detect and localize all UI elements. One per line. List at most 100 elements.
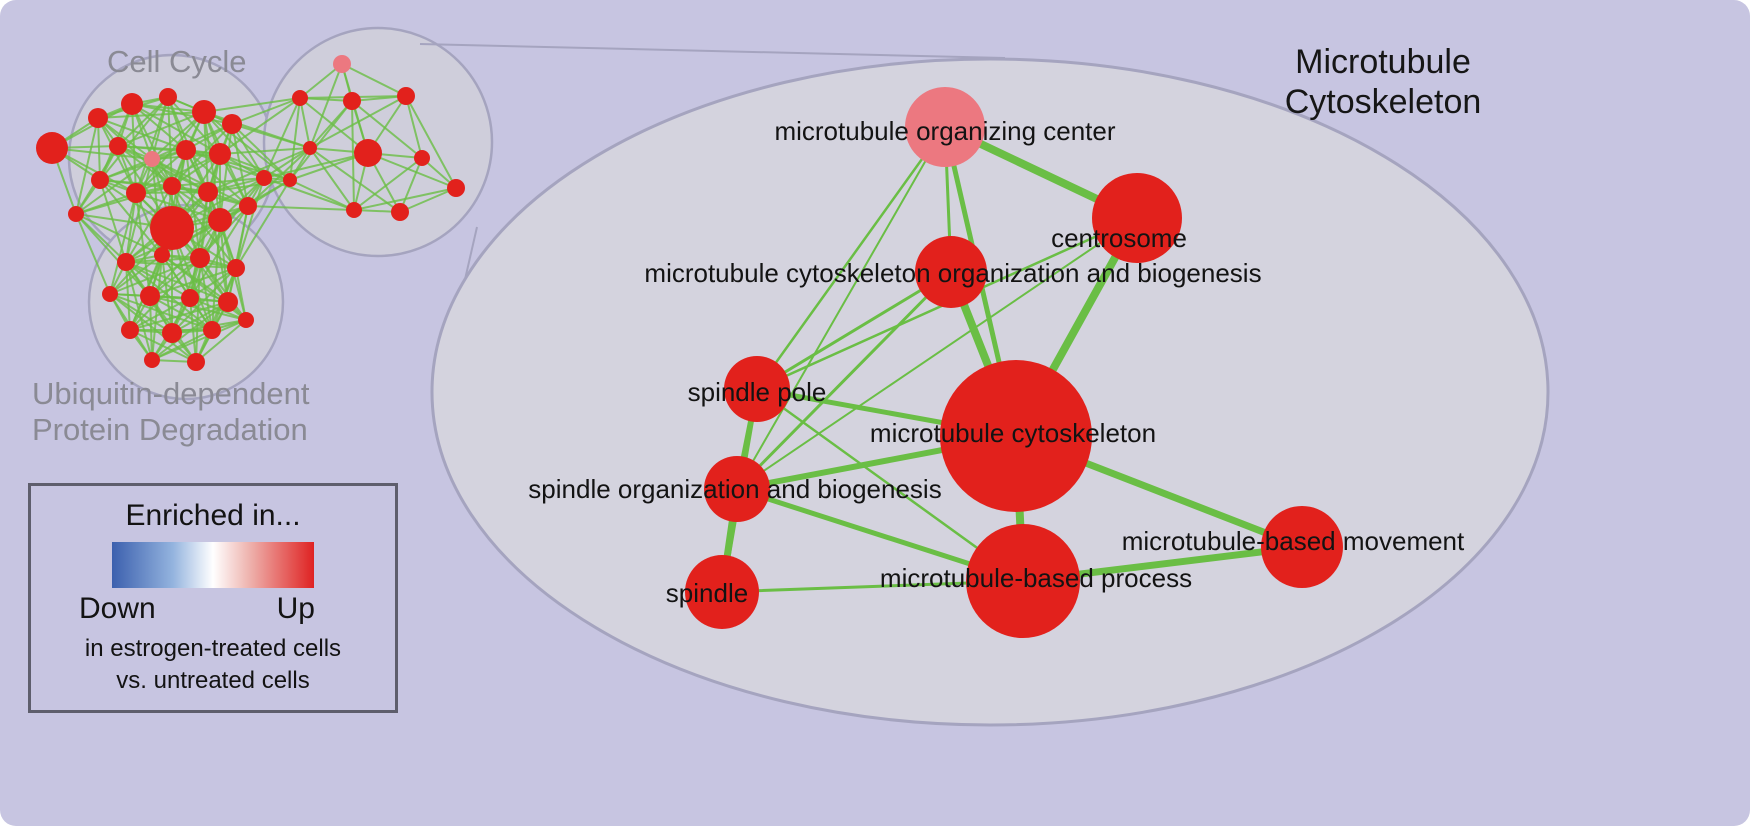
overview-edge	[231, 123, 311, 149]
overview-node	[218, 292, 238, 312]
detail-cluster-title: Microtubule Cytoskeleton	[1268, 42, 1498, 122]
overview-edge	[109, 293, 197, 363]
overview-node	[203, 321, 221, 339]
overview-edge	[299, 97, 311, 149]
legend-box: Enriched in... Down Up in estrogen-treat…	[28, 483, 398, 713]
overview-node	[126, 183, 146, 203]
detail-node-label-centrosome: centrosome	[1051, 223, 1187, 253]
overview-edge	[289, 179, 355, 211]
detail-node-spindle	[685, 555, 759, 629]
overview-edge	[149, 267, 237, 297]
overview-edge	[151, 158, 249, 207]
overview-edge	[367, 152, 457, 189]
overview-edge	[161, 254, 173, 334]
overview-edge	[195, 267, 237, 363]
overview-edge	[125, 261, 131, 331]
overview-edge	[149, 257, 201, 297]
overview-edge	[263, 177, 355, 211]
overview-node	[36, 132, 68, 164]
detail-node-label-spindle: spindle	[666, 578, 748, 608]
detail-node-sorg	[704, 456, 770, 522]
legend-gradient-bar	[112, 542, 314, 588]
overview-edge	[135, 96, 169, 194]
overview-edge	[235, 179, 291, 269]
overview-node	[88, 108, 108, 128]
overview-edge	[263, 152, 369, 179]
overview-node	[154, 247, 170, 263]
legend-caption-line2: vs. untreated cells	[116, 666, 310, 694]
overview-edge	[75, 213, 111, 295]
overview-edge	[351, 95, 407, 102]
overview-edge	[109, 192, 137, 295]
overview-edge	[171, 177, 265, 187]
overview-node	[333, 55, 351, 73]
overview-node	[292, 90, 308, 106]
overview-node	[238, 312, 254, 328]
detail-node-mcyt	[940, 360, 1092, 512]
overview-node	[397, 87, 415, 105]
detail-node-spindle_pole	[724, 356, 790, 422]
overview-edge	[341, 63, 407, 97]
overview-edge	[75, 213, 163, 256]
overview-node	[187, 353, 205, 371]
overview-node	[144, 151, 160, 167]
overview-edge	[235, 177, 265, 269]
title-line2: Cytoskeleton	[1284, 83, 1482, 122]
overview-edge	[353, 157, 423, 211]
overview-node	[227, 259, 245, 277]
overview-node	[354, 139, 382, 167]
detail-node-centrosome	[1092, 173, 1182, 263]
overview-edge	[75, 117, 99, 215]
cluster-label-cell-cycle: Cell Cycle	[107, 44, 247, 79]
overview-node	[208, 208, 232, 232]
overview-edge	[405, 95, 457, 189]
overview-edge	[99, 96, 169, 181]
legend-caption-line1: in estrogen-treated cells	[84, 635, 342, 662]
overview-edge	[351, 100, 423, 159]
overview-edge	[199, 257, 247, 321]
detail-edge-mco-sorg	[735, 270, 953, 491]
overview-edge	[199, 257, 213, 331]
overview-edge	[125, 261, 191, 299]
overview-edge	[151, 319, 247, 361]
overview-edge	[353, 187, 457, 211]
detail-node-mco	[915, 236, 987, 308]
detail-node-mproc	[966, 524, 1080, 638]
overview-edge	[289, 97, 301, 181]
overview-node	[222, 114, 242, 134]
overview-node	[192, 100, 216, 124]
overview-edge	[149, 295, 153, 361]
overview-edge	[109, 254, 163, 295]
overview-edge	[219, 153, 291, 181]
overview-node	[190, 248, 210, 268]
detail-node-label-mcyt: microtubule cytoskeleton	[870, 418, 1156, 448]
overview-edge	[289, 100, 353, 181]
overview-node	[414, 150, 430, 166]
overview-edge	[185, 149, 249, 207]
overview-node	[283, 173, 297, 187]
overview-node	[121, 93, 143, 115]
overview-edge	[97, 117, 137, 194]
overview-edge	[199, 177, 265, 259]
overview-edge	[309, 147, 401, 213]
overview-edge	[109, 293, 173, 334]
detail-node-moc	[905, 87, 985, 167]
overview-edge	[117, 111, 205, 147]
overview-edge	[405, 95, 423, 159]
overview-node	[150, 206, 194, 250]
overview-node	[447, 179, 465, 197]
detail-node-label-mco: microtubule cytoskeleton organization an…	[644, 258, 1261, 288]
legend-up-label: Up	[276, 592, 315, 625]
overview-cluster-circle-microtubule	[262, 26, 494, 258]
detail-node-mmov	[1261, 506, 1343, 588]
legend-axis-labels: Down Up	[31, 592, 395, 626]
overview-edge	[203, 97, 301, 113]
overview-node	[346, 202, 362, 218]
overview-edge	[129, 301, 229, 331]
overview-edge	[99, 149, 187, 181]
overview-node	[163, 177, 181, 195]
overview-edge	[203, 111, 291, 181]
overview-edge	[309, 147, 355, 211]
